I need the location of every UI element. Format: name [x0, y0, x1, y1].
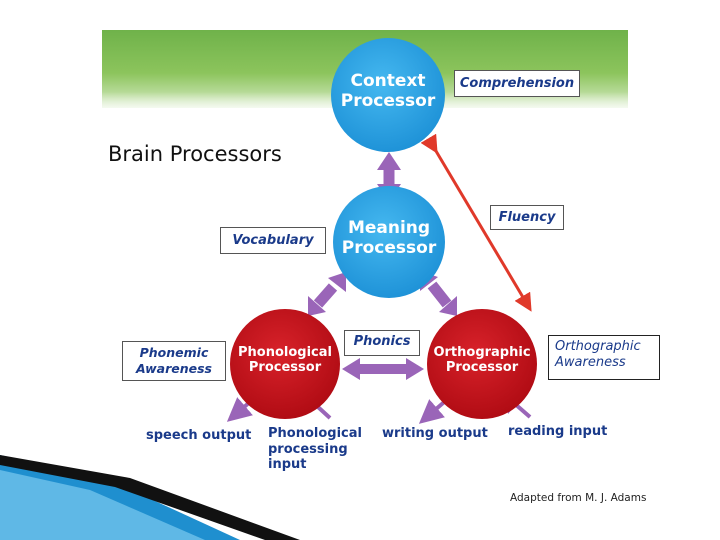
orthographic-processor-label: Orthographic Processor — [433, 345, 531, 375]
phonics-label: Phonics — [344, 330, 420, 356]
phonological-processor-circle — [230, 309, 340, 419]
arrow-context-meaning-head-up — [377, 152, 401, 170]
arrow-meaning-orthographic — [427, 281, 452, 308]
arrow-meaning-phonological — [313, 283, 338, 308]
arrow-meaning-phonological-head-a — [308, 296, 326, 316]
meaning-processor-circle — [333, 186, 445, 298]
corner-shape-black — [0, 455, 300, 540]
reading-input-label: reading input — [508, 424, 608, 439]
attribution-credit: Adapted from M. J. Adams — [510, 492, 647, 504]
arrow-phon-orth-head-left — [342, 358, 360, 380]
fluency-label: Fluency — [490, 205, 564, 230]
corner-shape-lightblue — [0, 470, 205, 540]
phonemic-awareness-label: Phonemic Awareness — [122, 341, 226, 381]
writing-output-label: writing output — [382, 426, 488, 441]
vocabulary-label: Vocabulary — [220, 227, 326, 254]
diagram-title: Brain Processors — [108, 142, 282, 166]
arrow-meaning-phonological-head-b — [328, 272, 346, 292]
arrow-phon-orth-head-right — [406, 358, 424, 380]
orthographic-processor-circle — [427, 309, 537, 419]
context-processor-circle — [331, 38, 445, 152]
phonological-processing-input-label: Phonological processing input — [268, 426, 362, 473]
speech-output-label: speech output — [146, 428, 252, 443]
comprehension-label: Comprehension — [454, 70, 580, 97]
context-processor-label: Context Processor — [340, 71, 436, 111]
meaning-processor-label: Meaning Processor — [341, 218, 437, 258]
arrow-context-orthographic — [420, 133, 532, 312]
phonological-processor-label: Phonological Processor — [238, 345, 332, 375]
orthographic-awareness-label: Orthographic Awareness — [548, 335, 660, 380]
